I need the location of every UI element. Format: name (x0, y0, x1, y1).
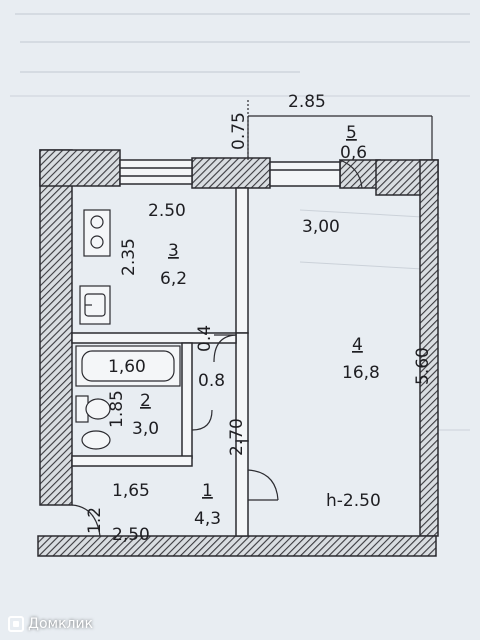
background-ghost-text (10, 13, 470, 431)
room-2-number: 2 (140, 391, 151, 411)
room-2-area: 3,0 (132, 419, 159, 439)
washbasin-icon (81, 430, 111, 450)
stove-icon (83, 209, 111, 257)
bathtub-icon (75, 345, 181, 387)
balcony-depth-label: 0.75 (229, 112, 249, 150)
hall-bottom-label: 2,50 (112, 525, 150, 545)
domclick-logo-icon (8, 616, 24, 632)
room-4-number: 4 (352, 335, 363, 355)
ceiling-height-label: h-2.50 (326, 491, 381, 511)
room-3-number: 3 (168, 241, 179, 261)
room-1-area: 4,3 (194, 509, 221, 529)
windows (119, 159, 341, 187)
doors (71, 159, 363, 537)
toilet-icon (75, 395, 111, 423)
interior-walls (71, 187, 249, 537)
brand-name: Домклик (28, 616, 94, 632)
bath-width-label: 1,60 (108, 357, 146, 377)
entry-width-label: 1.2 (85, 507, 105, 534)
kitchen-width-label: 2.50 (148, 201, 186, 221)
room-4-area: 16,8 (342, 363, 380, 383)
room4-length-label: 5.60 (413, 347, 433, 385)
balcony (247, 100, 433, 160)
room-5-area: 0,6 (340, 143, 367, 163)
bath-length-label: 1.85 (107, 390, 127, 428)
room-5-number: 5 (346, 123, 357, 143)
room-3-area: 6,2 (160, 269, 187, 289)
wc-gap-b-label: 0.8 (198, 371, 225, 391)
kitchen-length-label: 2.35 (119, 238, 139, 276)
hall-width-label: 1,65 (112, 481, 150, 501)
room4-width-label: 3,00 (302, 217, 340, 237)
wc-gap-a-label: 0.4 (195, 325, 215, 352)
room-1-number: 1 (202, 481, 213, 501)
brand-watermark: Домклик (8, 616, 93, 632)
sink-icon (79, 285, 111, 325)
outer-walls (37, 149, 439, 557)
balcony-width-label: 2.85 (288, 92, 326, 112)
corridor-length-label: 2.70 (227, 418, 247, 456)
